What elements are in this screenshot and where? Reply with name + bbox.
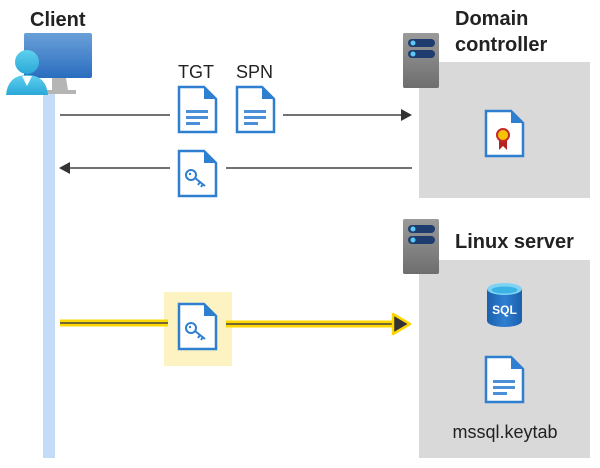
client-label: Client <box>30 9 86 31</box>
service-arrowhead <box>391 312 412 336</box>
tgt-document-icon <box>177 85 218 134</box>
linux-server-label: Linux server <box>455 231 574 253</box>
domain-controller-label-line1: Domain <box>455 8 528 30</box>
client-lifeline <box>43 90 55 458</box>
response-arrowhead <box>59 162 70 174</box>
spn-label: SPN <box>236 62 273 82</box>
domain-controller-server-icon <box>403 33 439 88</box>
linux-server-icon <box>403 219 439 274</box>
domain-controller-label-line2: controller <box>455 34 547 56</box>
sql-label: SQL <box>492 303 517 317</box>
keytab-document-icon <box>484 355 525 404</box>
sql-database-icon: SQL <box>487 283 522 327</box>
certificate-document-icon <box>484 109 525 158</box>
keytab-filename: mssql.keytab <box>452 422 557 442</box>
user-computer-icon <box>6 33 92 95</box>
key-document-icon <box>177 149 218 198</box>
spn-document-icon <box>235 85 276 134</box>
service-key-document-icon <box>177 302 218 351</box>
tgt-label: TGT <box>178 62 214 82</box>
request-arrowhead <box>401 109 412 121</box>
